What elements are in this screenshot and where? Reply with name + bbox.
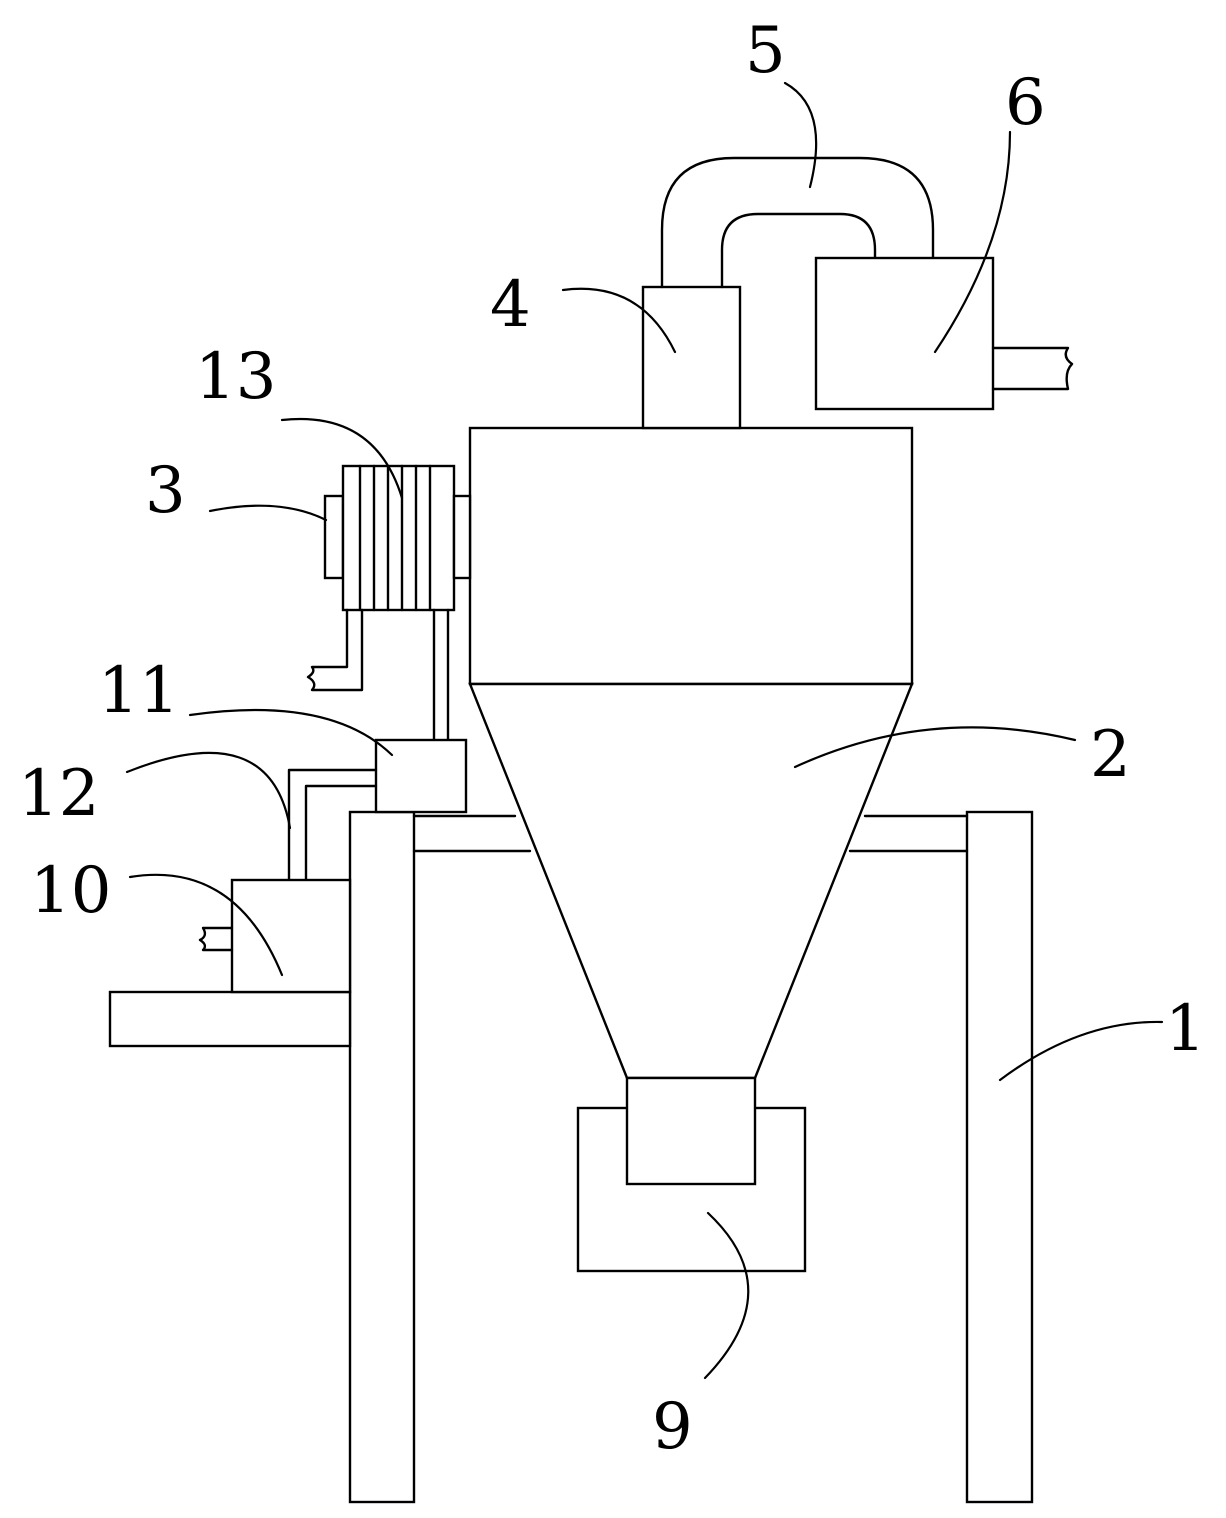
label-3: 3 [145,454,186,528]
leader-4 [561,287,677,354]
separator-cone [468,682,914,1080]
tank-outlet [198,926,234,952]
tube-inner [304,784,378,882]
cooler [306,464,472,742]
separator-cylinder [468,426,914,686]
pipe-inner [720,212,877,289]
drain-pipe [306,608,364,692]
label-1: 1 [1165,992,1206,1066]
pipe [660,156,935,289]
leader-13 [280,417,404,500]
label-6: 6 [1005,66,1046,140]
cooler-flange [452,494,472,580]
label-2: 2 [1090,718,1131,792]
label-4: 4 [490,268,531,342]
label-5: 5 [745,14,786,88]
leader-1 [998,1020,1164,1082]
tank [198,878,352,994]
leader-5 [783,81,818,189]
leader-11 [188,708,394,757]
left-leg [348,810,416,1504]
leader-9 [703,1211,750,1380]
discharge-neck [625,1076,757,1186]
side-shelf [108,990,352,1048]
outlet-pipe [991,346,1074,391]
leader-6 [933,130,1012,354]
reference-labels: 1 2 3 4 5 6 9 10 11 12 13 [18,14,1206,1464]
tube-outer [287,768,378,882]
dust-collector [814,256,1074,411]
inlet [641,285,742,430]
label-12: 12 [18,757,99,831]
label-10: 10 [30,854,111,928]
leader-3 [208,504,328,522]
leader-10 [128,873,284,977]
leader-12 [125,751,292,830]
tank-body [230,878,352,994]
label-11: 11 [98,654,179,728]
pipe-outer [660,156,935,289]
right-leg [965,810,1034,1504]
pump [374,738,468,814]
leader-lines [125,81,1164,1380]
label-13: 13 [195,340,276,414]
dust-collector-body [814,256,995,411]
leader-2 [793,726,1077,769]
label-9: 9 [652,1390,693,1464]
frame [108,810,1034,1504]
collection-box [576,1076,807,1273]
motor [323,494,345,580]
separator [468,426,914,1080]
tube [287,768,378,882]
